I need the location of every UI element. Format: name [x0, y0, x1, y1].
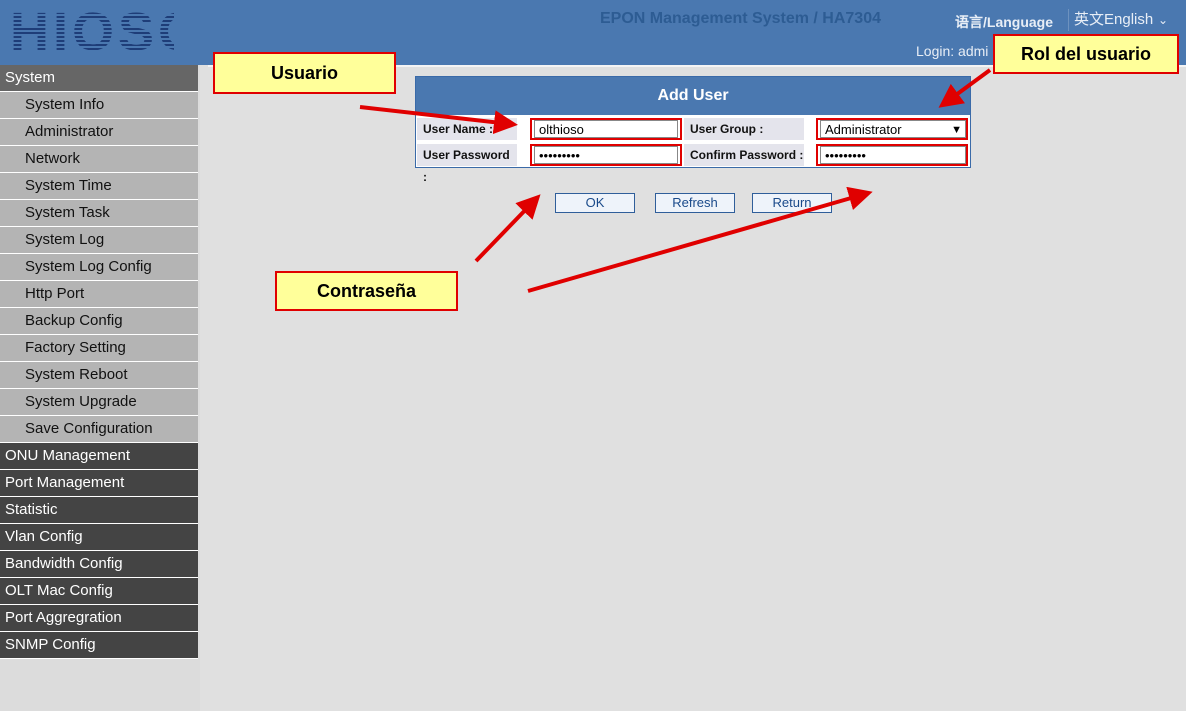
- sidebar-item-system-log-config[interactable]: System Log Config: [0, 254, 198, 281]
- system-title: EPON Management System / HA7304: [600, 10, 881, 27]
- logo-text: HIOSO: [10, 4, 174, 56]
- language-select[interactable]: 英文English ⌄: [1068, 9, 1174, 31]
- sidebar-category-statistic[interactable]: Statistic: [0, 497, 198, 524]
- sidebar-category-snmp-config[interactable]: SNMP Config: [0, 632, 198, 659]
- sidebar-item-administrator[interactable]: Administrator: [0, 119, 198, 146]
- sidebar-category-olt-mac-config[interactable]: OLT Mac Config: [0, 578, 198, 605]
- sidebar-item-system-task[interactable]: System Task: [0, 200, 198, 227]
- content-divider: [208, 65, 1186, 67]
- confirm-password-input[interactable]: •••••••••: [820, 146, 966, 164]
- sidebar-category-vlan-config[interactable]: Vlan Config: [0, 524, 198, 551]
- user-password-input[interactable]: •••••••••: [534, 146, 678, 164]
- sidebar-item-system-time[interactable]: System Time: [0, 173, 198, 200]
- sidebar-item-backup-config[interactable]: Backup Config: [0, 308, 198, 335]
- form-row-password: User Password : ••••••••• Confirm Passwo…: [416, 144, 970, 184]
- sidebar-item-factory-setting[interactable]: Factory Setting: [0, 335, 198, 362]
- user-name-label-tail: me :: [468, 122, 494, 136]
- callout-rol-del-usuario: Rol del usuario: [993, 34, 1179, 74]
- sidebar-item-system-log[interactable]: System Log: [0, 227, 198, 254]
- language-select-value: 英文English: [1074, 11, 1154, 28]
- sidebar-category-system[interactable]: System: [0, 65, 198, 92]
- chevron-down-icon: ⌄: [1157, 13, 1168, 27]
- hioso-logo: HIOSO: [10, 4, 174, 56]
- sidebar-category-port-aggregration[interactable]: Port Aggregration: [0, 605, 198, 632]
- sidebar-item-http-port[interactable]: Http Port: [0, 281, 198, 308]
- user-group-select[interactable]: Administrator ▼: [820, 120, 966, 138]
- user-name-label: User Name :: [417, 118, 517, 140]
- top-header: HIOSO EPON Management System / HA7304 语言…: [0, 0, 1186, 65]
- sidebar-item-system-upgrade[interactable]: System Upgrade: [0, 389, 198, 416]
- ok-button[interactable]: OK: [555, 193, 635, 213]
- panel-title: Add User: [416, 77, 970, 115]
- arrow-contrasena-1: [474, 194, 541, 263]
- user-name-label-head: User Na: [423, 122, 469, 136]
- add-user-panel: Add User User Name : olthioso User Group…: [415, 76, 971, 184]
- confirm-password-label: Confirm Password :: [684, 144, 804, 166]
- sidebar-category-onu-management[interactable]: ONU Management: [0, 443, 198, 470]
- user-name-input[interactable]: olthioso: [534, 120, 678, 138]
- user-group-label: User Group :: [684, 118, 804, 140]
- sidebar-item-save-configuration[interactable]: Save Configuration: [0, 416, 198, 443]
- form-row-user-name: User Name : olthioso User Group : Admini…: [416, 118, 970, 142]
- sidebar-item-system-reboot[interactable]: System Reboot: [0, 362, 198, 389]
- language-label: 语言/Language: [955, 14, 1054, 30]
- sidebar-item-system-info[interactable]: System Info: [0, 92, 198, 119]
- callout-contrasena: Contraseña: [275, 271, 458, 311]
- return-button[interactable]: Return: [752, 193, 832, 213]
- sidebar-item-network[interactable]: Network: [0, 146, 198, 173]
- callout-usuario: Usuario: [213, 52, 396, 94]
- chevron-down-icon: ▼: [951, 124, 962, 136]
- user-password-label: User Password :: [417, 144, 517, 184]
- login-text: Login: admi: [916, 43, 989, 59]
- sidebar-category-port-management[interactable]: Port Management: [0, 470, 198, 497]
- sidebar-category-bandwidth-config[interactable]: Bandwidth Config: [0, 551, 198, 578]
- sidebar: System System Info Administrator Network…: [0, 65, 200, 711]
- user-group-value: Administrator: [825, 122, 902, 137]
- refresh-button[interactable]: Refresh: [655, 193, 735, 213]
